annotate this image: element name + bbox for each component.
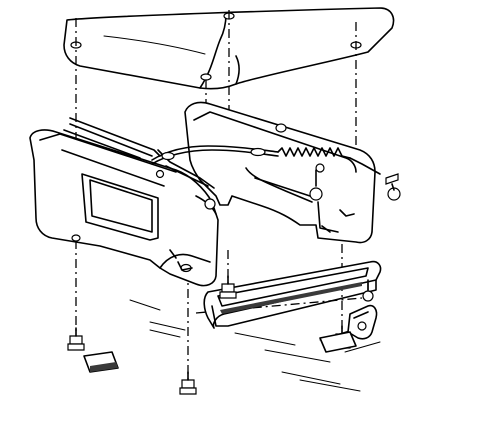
bolt-rail: [362, 279, 374, 302]
mounting-nuts: [347, 304, 378, 340]
nut-rail-end: [347, 304, 378, 340]
bolt-right-bracket: [385, 173, 401, 201]
stud-center: [219, 275, 237, 299]
bolt-center: [309, 169, 323, 201]
seat-adjuster-cable: [151, 145, 279, 165]
stud-front-right: [179, 371, 197, 395]
stud-front-left: [67, 327, 85, 351]
right-seat-bracket: [184, 101, 376, 244]
clip-details: [169, 209, 355, 271]
mounting-bolts: [309, 169, 401, 302]
floor-outline: [129, 299, 381, 392]
lower-track-rail: [203, 260, 382, 329]
return-spring: [277, 147, 381, 175]
floor-pads: [83, 331, 357, 373]
adjuster-linkage: [63, 117, 215, 189]
